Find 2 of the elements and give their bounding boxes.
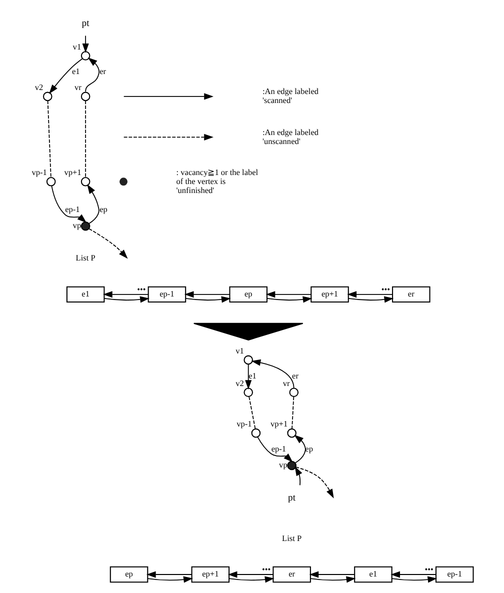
node-text: pt [288, 492, 296, 504]
node-text: pt [81, 18, 89, 29]
